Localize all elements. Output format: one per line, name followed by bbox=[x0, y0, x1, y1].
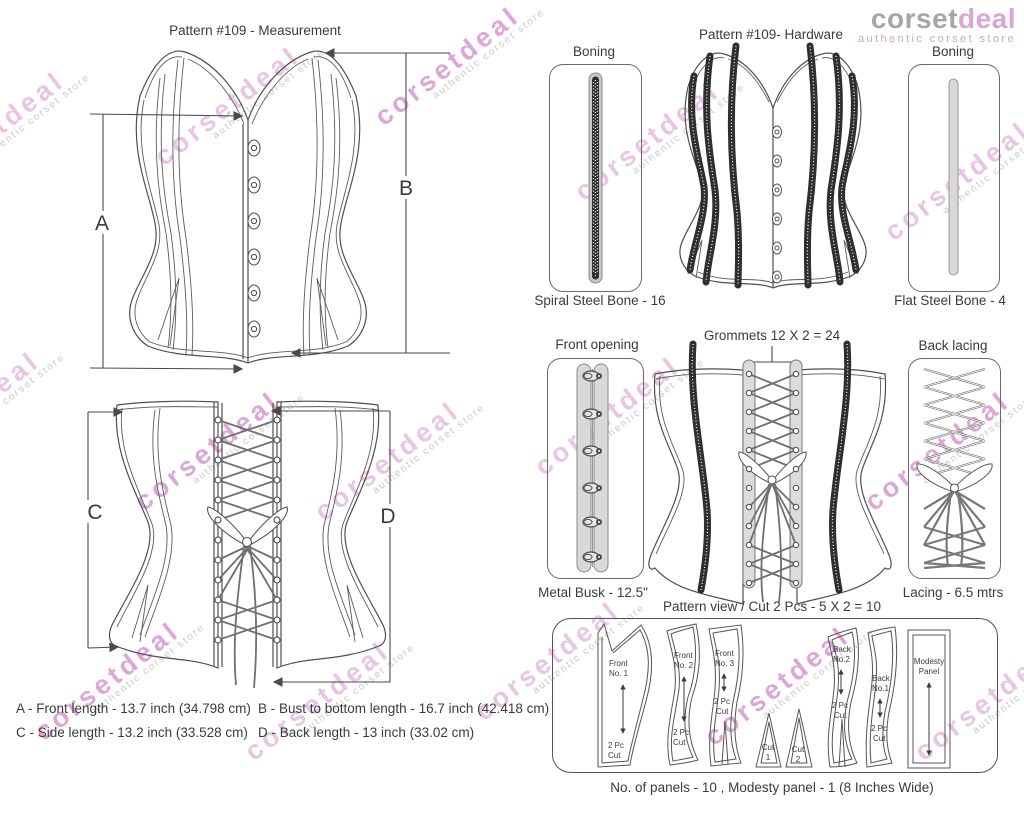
piece-front-3: Front No. 3 2 Pc Cut bbox=[708, 624, 744, 767]
lace-bow bbox=[916, 463, 993, 493]
corset-back-hardware-drawing bbox=[648, 340, 892, 605]
grommets bbox=[214, 416, 281, 644]
dimension-a: A bbox=[89, 110, 244, 374]
spiral-steel-bone-drawing bbox=[588, 72, 603, 284]
back-lacing-label: Back lacing bbox=[918, 338, 988, 353]
piece-cut: Cut bbox=[716, 707, 729, 716]
dim-c-text: C - Side length - 13.2 inch (33.528 cm) bbox=[16, 725, 248, 740]
piece-cut: Cut bbox=[608, 751, 621, 760]
pattern-view-title: Pattern view / Cut 2 Pcs - 5 X 2 = 10 bbox=[663, 599, 881, 614]
piece-label: No.1 bbox=[872, 684, 889, 693]
piece-label: Panel bbox=[919, 667, 940, 676]
piece-label: No. 1 bbox=[609, 669, 629, 678]
piece-cut: Cut bbox=[873, 734, 886, 743]
piece-cut: 2 Pc bbox=[832, 701, 848, 710]
flat-steel-bone-drawing bbox=[948, 78, 959, 276]
lace-bow bbox=[738, 451, 807, 485]
piece-cut: Cut bbox=[834, 711, 847, 720]
dim-b-letter: B bbox=[399, 177, 413, 200]
dim-a-text: A - Front length - 13.7 inch (34.798 cm) bbox=[16, 701, 251, 716]
lace-lattice-highlight bbox=[923, 368, 986, 478]
piece-label: No. 2 bbox=[674, 661, 694, 670]
piece-cut-2: Cut 2 bbox=[785, 708, 813, 768]
dim-d-text: D - Back length - 13 inch (33.02 cm) bbox=[258, 725, 475, 740]
lace-crosses bbox=[748, 373, 797, 603]
piece-cut: 2 Pc bbox=[714, 697, 730, 706]
busk-center-line bbox=[242, 120, 249, 363]
corset-back-measurement-drawing: C D bbox=[85, 400, 398, 689]
piece-label: Front bbox=[674, 651, 693, 660]
lace-lattice bbox=[923, 367, 986, 570]
piece-cut-1: Cut 1 bbox=[755, 712, 782, 768]
corset-front-hardware-drawing bbox=[679, 42, 867, 289]
side-bones bbox=[688, 340, 852, 594]
piece-label: Front bbox=[715, 649, 734, 658]
dim-c-letter: C bbox=[87, 501, 102, 524]
busk-loops bbox=[247, 139, 261, 338]
corset-outline bbox=[648, 368, 892, 605]
pattern-view-footer: No. of panels - 10 , Modesty panel - 1 (… bbox=[610, 780, 934, 795]
corset-back-outline bbox=[108, 400, 387, 669]
flat-bone bbox=[948, 78, 959, 276]
piece-label: Cut bbox=[792, 745, 805, 754]
grommets-bracket bbox=[744, 346, 801, 372]
pattern-view-drawing: Front No. 1 2 Pc Cut Front No. 2 2 Pc Cu… bbox=[552, 618, 998, 773]
corset-front-measurement-drawing: A B bbox=[89, 48, 450, 374]
dimension-d: D bbox=[270, 406, 398, 687]
back-lacing bbox=[207, 416, 288, 689]
measurement-title: Pattern #109 - Measurement bbox=[169, 23, 341, 38]
brand-logo-text: corsetdeal bbox=[858, 5, 1016, 33]
flat-bone-caption: Flat Steel Bone - 4 bbox=[894, 293, 1006, 308]
grommets bbox=[745, 370, 800, 587]
grommets-label: Grommets 12 X 2 = 24 bbox=[703, 328, 841, 343]
lacing-drawing bbox=[916, 367, 993, 570]
piece-back-2: Back No.2 2 Pc Cut bbox=[827, 627, 859, 768]
metal-busk-drawing bbox=[576, 363, 609, 573]
dim-a-letter: A bbox=[95, 212, 109, 235]
dimension-c: C bbox=[85, 407, 124, 653]
piece-back-1: Back No.1 2 Pc Cut bbox=[865, 626, 898, 768]
piece-label: Back bbox=[872, 674, 891, 683]
busk-hooks bbox=[582, 370, 602, 563]
dimension-b: B bbox=[290, 48, 450, 358]
pattern-view-border bbox=[552, 618, 998, 773]
spiral-bone-caption: Spiral Steel Bone - 16 bbox=[534, 293, 666, 308]
logo-tagline: authentic corset store bbox=[858, 33, 1016, 45]
boning-right-box bbox=[908, 64, 1000, 292]
logo-corset: corset bbox=[870, 3, 958, 34]
front-opening-label: Front opening bbox=[555, 337, 639, 352]
brand-logo: corsetdeal authentic corset store bbox=[858, 5, 1016, 45]
piece-cut: 2 Pc bbox=[673, 728, 689, 737]
piece-cut: Cut bbox=[673, 738, 686, 747]
back-lacing-box bbox=[908, 358, 1001, 579]
piece-label: 1 bbox=[766, 753, 771, 762]
piece-label: Back bbox=[833, 645, 852, 654]
piece-label: Front bbox=[609, 659, 628, 668]
dim-b-text: B - Bust to bottom length - 16.7 inch (4… bbox=[258, 701, 550, 716]
hardware-title: Pattern #109- Hardware bbox=[698, 27, 844, 42]
spiral-bones bbox=[686, 42, 860, 289]
piece-front-2: Front No. 2 2 Pc Cut bbox=[666, 623, 700, 766]
boning-left-box bbox=[549, 64, 642, 292]
piece-front-1: Front No. 1 2 Pc Cut bbox=[597, 622, 653, 768]
piece-label: Cut bbox=[762, 743, 775, 752]
metal-busk-caption: Metal Busk - 12.5" bbox=[538, 585, 648, 600]
piece-cut: 2 Pc bbox=[871, 724, 887, 733]
logo-deal: deal bbox=[957, 3, 1016, 34]
corset-front-outline bbox=[129, 50, 367, 364]
lace-crosses bbox=[217, 419, 278, 689]
piece-cut: 2 Pc bbox=[608, 741, 624, 750]
boning-left-label: Boning bbox=[572, 44, 616, 59]
lacing-caption: Lacing - 6.5 mtrs bbox=[902, 585, 1004, 600]
piece-modesty-panel: Modesty Panel bbox=[907, 629, 951, 769]
dim-d-letter: D bbox=[380, 505, 395, 528]
piece-label: Modesty bbox=[914, 657, 944, 666]
busk-loops bbox=[772, 125, 782, 284]
front-opening-box bbox=[547, 358, 644, 579]
piece-label: 2 bbox=[796, 755, 801, 764]
boning-right-label: Boning bbox=[931, 44, 975, 59]
piece-label: No.2 bbox=[833, 655, 850, 664]
piece-label: No. 3 bbox=[715, 659, 735, 668]
